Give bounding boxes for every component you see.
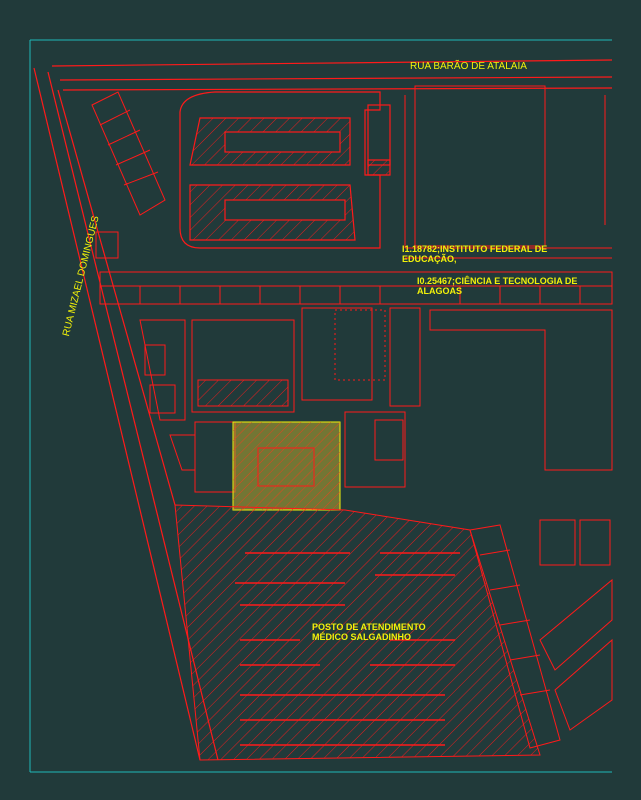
salgadinho-site [174,504,541,761]
site-label-line1: POSTO DE ATENDIMENTO [312,622,426,632]
drawing-frame [29,39,612,773]
northeast-block [404,85,612,259]
parcel-label-line3: I0.25467;CIÊNCIA E TECNOLOGIA DE [417,276,578,286]
building-strip [99,271,613,305]
parcel-label-line1: I1.18782;INSTITUTO FEDERAL DE [402,244,548,254]
parcel-label-line2: EDUCAÇÃO, [402,254,457,264]
street-lines [33,59,613,761]
parcel-label-line4: ALAGOAS [417,286,462,296]
street-label-north: RUA BARÃO DE ATALAIA [410,61,527,72]
southeast-buildings [469,519,613,749]
parking-lot [179,91,391,249]
site-label-line2: MÉDICO SALGADINHO [312,632,411,642]
central-buildings [191,307,613,493]
west-wing [91,91,196,471]
highlighted-parcel [232,421,341,511]
